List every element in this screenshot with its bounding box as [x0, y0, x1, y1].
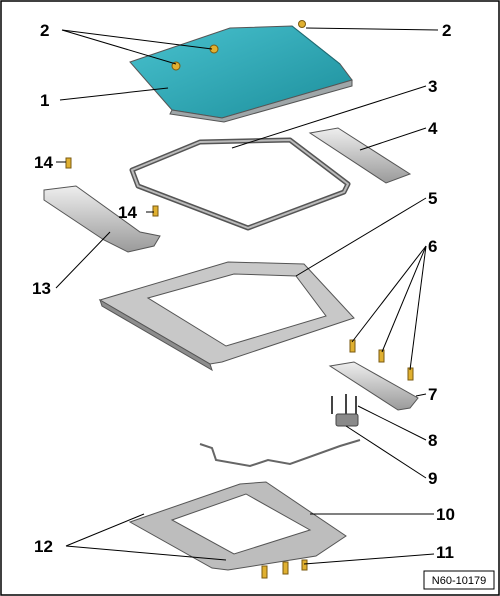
callout-3: 3	[428, 77, 437, 96]
screw-icon	[378, 349, 385, 363]
callout-6: 6	[428, 237, 437, 256]
callout-2-right: 2	[442, 21, 451, 40]
bolt-icon	[171, 61, 181, 71]
screw-icon	[349, 339, 356, 353]
callout-7: 7	[428, 385, 437, 404]
reference-code-box: N60-10179	[423, 570, 495, 590]
callout-10: 10	[436, 505, 455, 524]
callout-13: 13	[32, 279, 51, 298]
screw-icon	[261, 565, 268, 579]
part-1-glass-panel	[129, 25, 353, 123]
callout-14-middle: 14	[118, 203, 137, 222]
part-3-seal	[129, 137, 351, 231]
part-5-frame	[98, 261, 355, 372]
part-9-cable	[199, 439, 361, 468]
part-10-base-frame	[128, 481, 347, 571]
reference-code: N60-10179	[432, 575, 486, 587]
callout-4: 4	[428, 119, 438, 138]
screw-icon	[301, 559, 308, 571]
callout-14-left: 14	[34, 153, 53, 172]
callout-11: 11	[436, 543, 454, 562]
part-7-bracket	[328, 361, 419, 411]
part-8-motor	[331, 394, 359, 427]
part-13-rail	[43, 185, 161, 253]
callout-2-left: 2	[40, 21, 49, 40]
callout-8: 8	[428, 431, 437, 450]
screw-icon	[65, 157, 72, 169]
screw-icon	[152, 205, 159, 217]
callout-5: 5	[428, 189, 437, 208]
part-4-trim	[308, 127, 412, 184]
screw-icon	[282, 561, 289, 575]
bolt-icon	[298, 20, 306, 28]
callout-1: 1	[40, 91, 49, 110]
callout-9: 9	[428, 469, 437, 488]
leader-lines	[55, 27, 439, 565]
callout-12: 12	[34, 537, 53, 556]
